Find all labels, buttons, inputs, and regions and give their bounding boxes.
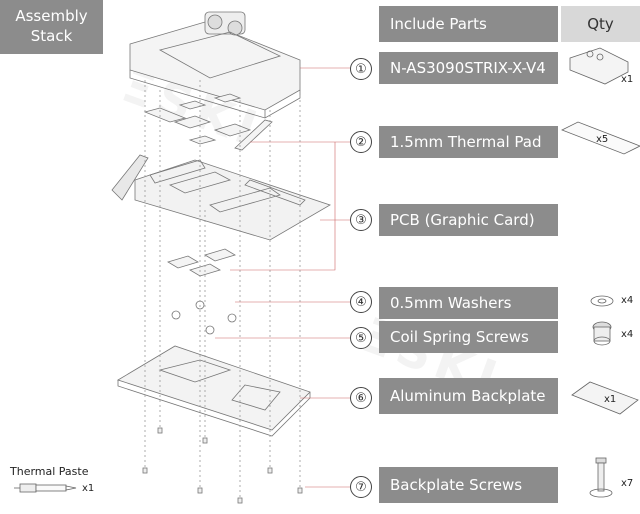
part-number-2: ② bbox=[350, 131, 372, 153]
part-label-washers: 0.5mm Washers bbox=[379, 287, 558, 319]
part-label-backplate-screws: Backplate Screws bbox=[379, 467, 558, 503]
qty-backplate-screws: x7 bbox=[621, 478, 634, 489]
water-block-thumbnail-icon bbox=[569, 47, 629, 85]
assembly-stack-label: Assembly Stack bbox=[0, 0, 103, 54]
washer-thumbnail-icon bbox=[590, 295, 614, 307]
qty-thermal-paste: x1 bbox=[82, 483, 95, 494]
part-label-backplate: Aluminum Backplate bbox=[379, 378, 558, 414]
part-number-5: ⑤ bbox=[350, 327, 372, 349]
part-number-7: ⑦ bbox=[350, 476, 372, 498]
backplate-drawing bbox=[117, 345, 311, 437]
thermal-pad-thumbnail-icon bbox=[561, 121, 640, 155]
part-number-6: ⑥ bbox=[350, 387, 372, 409]
qty-washers: x4 bbox=[621, 295, 634, 306]
include-parts-header: Include Parts bbox=[379, 6, 558, 42]
qty-coil-spring-screws: x4 bbox=[621, 329, 634, 340]
part-number-3: ③ bbox=[350, 209, 372, 231]
part-number-1: ① bbox=[350, 58, 372, 80]
part-number-4: ④ bbox=[350, 291, 372, 313]
part-label-thermal-pad: 1.5mm Thermal Pad bbox=[379, 126, 558, 158]
coil-springs-drawing bbox=[171, 300, 237, 335]
qty-thermal-pad: x5 bbox=[596, 134, 609, 145]
part-label-pcb: PCB (Graphic Card) bbox=[379, 204, 558, 236]
thermal-paste-syringe-icon bbox=[14, 483, 77, 493]
water-block-drawing bbox=[129, 11, 301, 119]
backplate-thumbnail-icon bbox=[571, 381, 639, 415]
qty-backplate: x1 bbox=[604, 394, 617, 405]
thermal-pads-lower bbox=[167, 248, 236, 277]
thermal-paste-label: Thermal Paste bbox=[10, 465, 89, 478]
part-label-water-block: N-AS3090STRIX-X-V4 bbox=[379, 52, 558, 84]
pcb-drawing bbox=[111, 154, 331, 241]
qty-water-block: x1 bbox=[621, 74, 634, 85]
coil-spring-screw-thumbnail-icon bbox=[592, 321, 612, 346]
part-label-coil-spring-screws: Coil Spring Screws bbox=[379, 321, 558, 353]
qty-header: Qty bbox=[561, 6, 640, 42]
backplate-screw-thumbnail-icon bbox=[589, 457, 613, 498]
thermal-pads-upper bbox=[143, 93, 273, 151]
